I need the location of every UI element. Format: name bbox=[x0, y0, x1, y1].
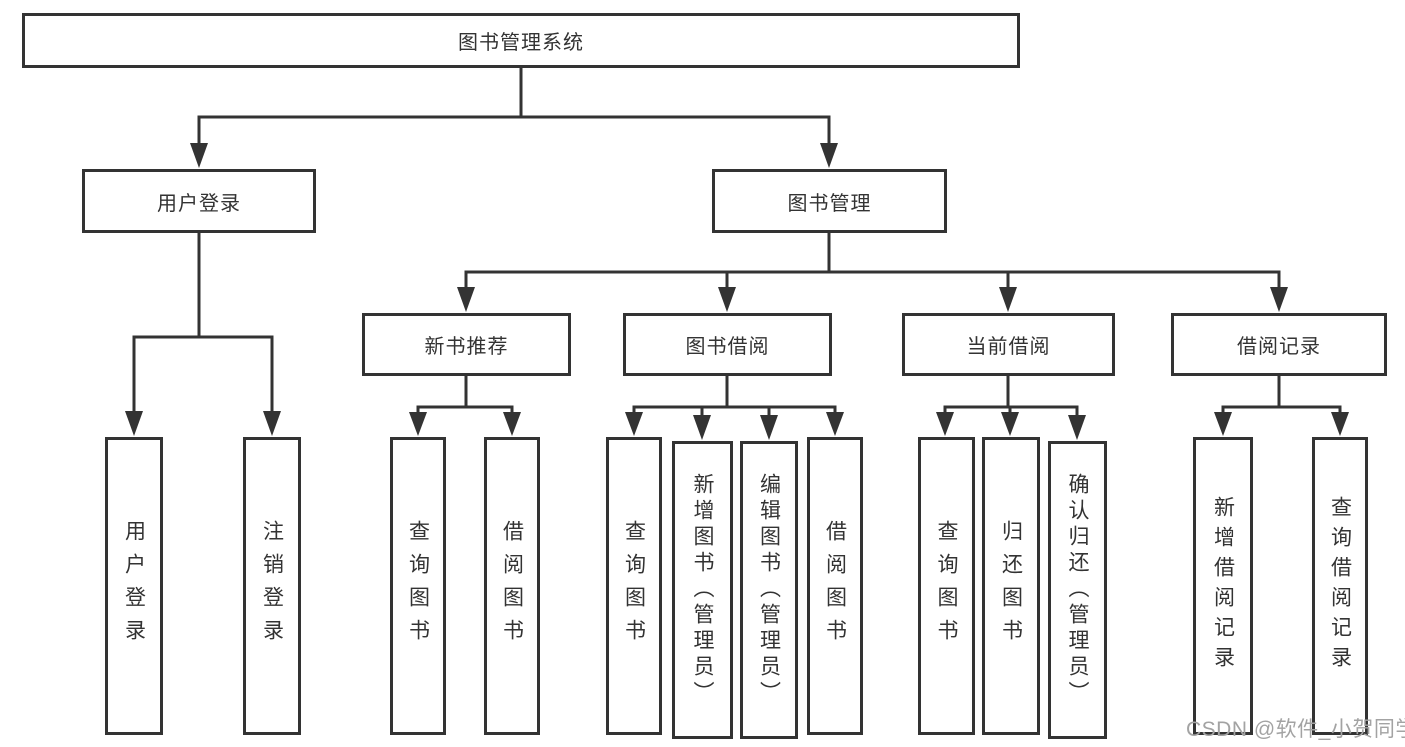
node-borrowing-records: 借阅记录 bbox=[1171, 313, 1387, 376]
node-label: 图书管理系统 bbox=[458, 32, 584, 54]
node-current-borrowing: 当前借阅 bbox=[902, 313, 1115, 376]
node-label: 确认归还（管理员） bbox=[1066, 473, 1089, 707]
node-label: 用户登录 bbox=[122, 520, 146, 652]
node-label: 当前借阅 bbox=[966, 336, 1051, 358]
node-query-books-borrowing: 查询图书 bbox=[606, 437, 662, 735]
node-confirm-return-admin: 确认归还（管理员） bbox=[1048, 441, 1107, 739]
node-query-books-current: 查询图书 bbox=[918, 437, 975, 735]
node-label: 查询借阅记录 bbox=[1328, 496, 1352, 676]
node-logout-action: 注销登录 bbox=[243, 437, 301, 735]
node-label: 查询图书 bbox=[406, 520, 430, 652]
node-label: 借阅图书 bbox=[500, 520, 524, 652]
node-borrow-books-newbook: 借阅图书 bbox=[484, 437, 540, 735]
node-label: 新增图书（管理员） bbox=[691, 473, 714, 707]
node-query-books-newbook: 查询图书 bbox=[390, 437, 446, 735]
node-label: 借阅图书 bbox=[823, 520, 847, 652]
node-return-books: 归还图书 bbox=[982, 437, 1040, 735]
node-label: 借阅记录 bbox=[1237, 336, 1321, 358]
arrowhead-icons bbox=[125, 143, 1349, 440]
node-label: 图书管理 bbox=[787, 192, 872, 215]
node-label: 注销登录 bbox=[260, 520, 284, 652]
node-label: 归还图书 bbox=[999, 520, 1023, 652]
node-label: 新增借阅记录 bbox=[1211, 496, 1235, 676]
node-add-borrow-record: 新增借阅记录 bbox=[1193, 437, 1253, 735]
node-label: 编辑图书（管理员） bbox=[757, 473, 781, 707]
node-label: 用户登录 bbox=[157, 192, 241, 215]
node-user-login-action: 用户登录 bbox=[105, 437, 163, 735]
node-label: 查询图书 bbox=[935, 520, 958, 652]
node-label: 图书借阅 bbox=[685, 336, 770, 358]
csdn-watermark: CSDN @软件_小贺同学 bbox=[1186, 718, 1405, 741]
node-book-management: 图书管理 bbox=[712, 169, 947, 233]
node-user-login: 用户登录 bbox=[82, 169, 316, 233]
node-edit-book-admin: 编辑图书（管理员） bbox=[740, 441, 798, 739]
node-query-borrow-record: 查询借阅记录 bbox=[1312, 437, 1368, 735]
node-new-book-recommend: 新书推荐 bbox=[362, 313, 571, 376]
node-add-book-admin: 新增图书（管理员） bbox=[672, 441, 733, 739]
node-borrow-books-borrowing: 借阅图书 bbox=[807, 437, 863, 735]
node-book-borrowing: 图书借阅 bbox=[623, 313, 832, 376]
node-system-root: 图书管理系统 bbox=[22, 13, 1020, 68]
node-label: 新书推荐 bbox=[424, 336, 509, 358]
node-label: 查询图书 bbox=[622, 520, 646, 652]
